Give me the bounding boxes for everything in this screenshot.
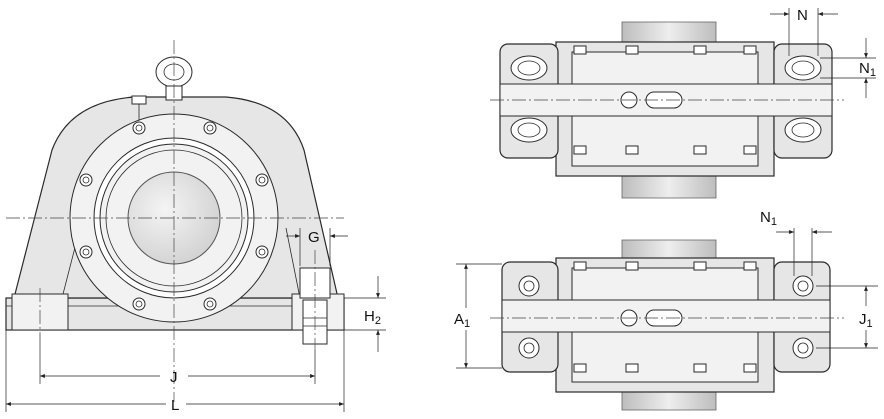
dimension-h2: H2: [344, 276, 386, 352]
dimension-n1-bottom: N1: [760, 209, 832, 276]
label-l: L: [171, 397, 179, 414]
label-n: N: [797, 7, 808, 24]
dimension-n1-top: N1: [820, 38, 876, 98]
bolt-slots-top: [510, 55, 822, 143]
dimension-j1: J1: [816, 285, 878, 349]
dimension-l: L: [5, 330, 345, 414]
flange-bolts: [79, 121, 269, 311]
dimension-j: J: [39, 334, 316, 386]
label-j1: J1: [859, 311, 873, 330]
cap-bolts-top: [573, 45, 757, 155]
label-n1-top: N1: [859, 60, 876, 79]
cap-bolts-bottom: [573, 261, 757, 373]
dimension-n: N: [770, 7, 838, 56]
dimension-a1: A1: [454, 263, 502, 369]
label-j: J: [170, 369, 178, 386]
top-view-lower: N1 A1 J1: [454, 209, 878, 411]
label-a1: A1: [454, 311, 470, 330]
grease-nipple-icon: [131, 95, 147, 120]
label-g: G: [308, 229, 320, 246]
label-n1-bottom: N1: [760, 209, 777, 228]
bolt-holes-bottom: [518, 275, 814, 359]
dimension-g: G: [286, 228, 348, 266]
label-h2: H2: [364, 308, 381, 327]
front-view: G H2 J L: [5, 40, 386, 414]
top-view-upper: N N1: [490, 7, 876, 199]
